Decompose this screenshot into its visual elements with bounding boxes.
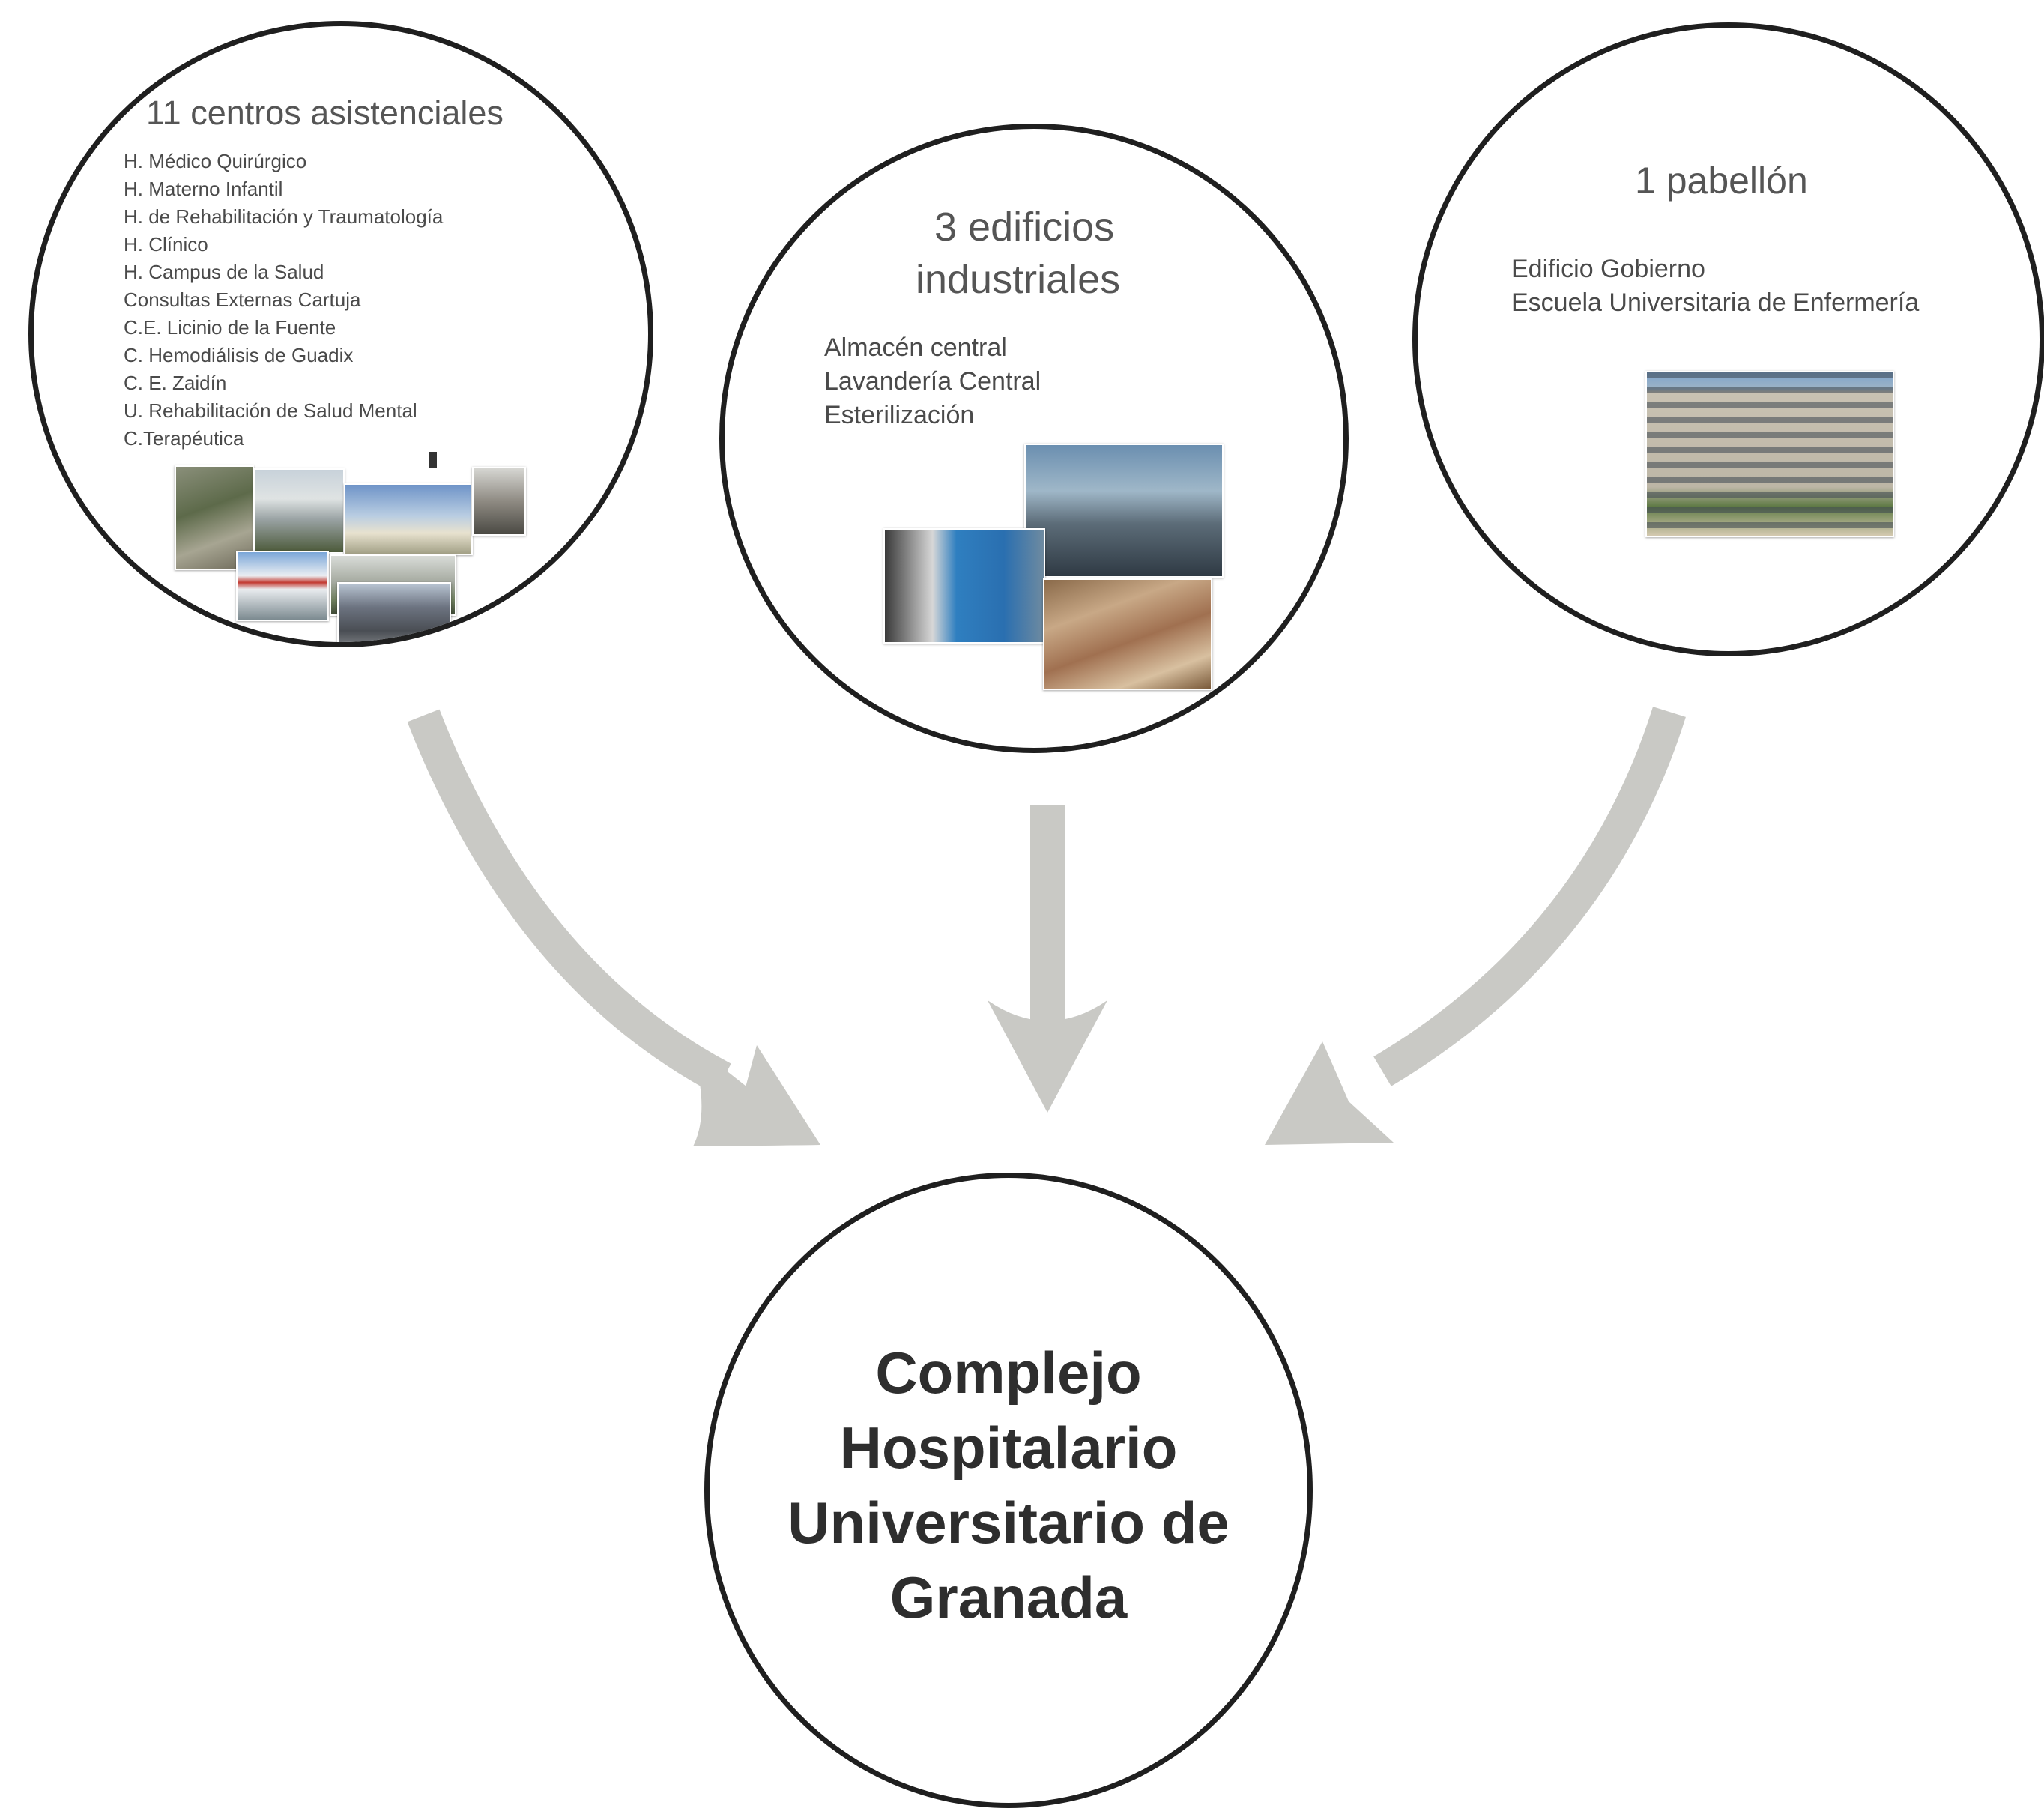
arrow-center	[988, 805, 1107, 1113]
centro-item: U. Rehabilitación de Salud Mental	[124, 399, 417, 422]
centro-item: H. Médico Quirúrgico	[124, 150, 307, 172]
centro-item: C. E. Zaidín	[124, 372, 227, 394]
photo-building-5	[236, 551, 329, 621]
complejo-title-line: Hospitalario	[839, 1415, 1178, 1481]
centro-item: H. Materno Infantil	[124, 178, 283, 200]
centro-item: H. Campus de la Salud	[124, 261, 324, 283]
photo-warehouse	[1024, 444, 1224, 578]
photo-edificio-gobierno	[1645, 371, 1894, 537]
photo-building-2	[253, 468, 345, 554]
node-industriales-title-2: industriales	[916, 257, 1121, 302]
arrow-left	[407, 709, 820, 1146]
centro-item: H. Clínico	[124, 233, 208, 256]
node-industriales: 3 edificios industriales Almacén central…	[719, 124, 1349, 753]
node-industriales-title-1: 3 edificios	[934, 205, 1115, 250]
pabellon-item: Escuela Universitaria de Enfermería	[1511, 288, 1920, 317]
photo-sterilization	[883, 528, 1045, 644]
centro-item: H. de Rehabilitación y Traumatología	[124, 205, 444, 228]
centro-item: C.E. Licinio de la Fuente	[124, 316, 336, 339]
centro-item: C.Terapéutica	[124, 427, 244, 450]
complejo-title-line: Complejo	[875, 1340, 1142, 1406]
industrial-item: Esterilización	[824, 401, 975, 429]
flag-icon	[429, 452, 437, 468]
pabellon-item: Edificio Gobierno	[1511, 255, 1705, 283]
photo-building-3	[344, 483, 473, 555]
photo-building-4	[472, 467, 526, 536]
node-pabellon-title: 1 pabellón	[1635, 160, 1808, 202]
arrow-right	[1265, 707, 1686, 1145]
centro-item: C. Hemodiálisis de Guadix	[124, 344, 354, 366]
photo-building-7	[337, 582, 451, 642]
complejo-title-line: Universitario de	[787, 1490, 1230, 1555]
industrial-item: Lavandería Central	[824, 367, 1041, 396]
photo-laundry	[1043, 578, 1212, 690]
industrial-item: Almacén central	[824, 333, 1007, 362]
complejo-title-line: Granada	[889, 1564, 1128, 1630]
node-centros: 11 centros asistenciales H. Médico Quirú…	[28, 21, 653, 647]
centro-item: Consultas Externas Cartuja	[124, 288, 361, 311]
node-centros-title: 11 centros asistenciales	[146, 94, 504, 132]
